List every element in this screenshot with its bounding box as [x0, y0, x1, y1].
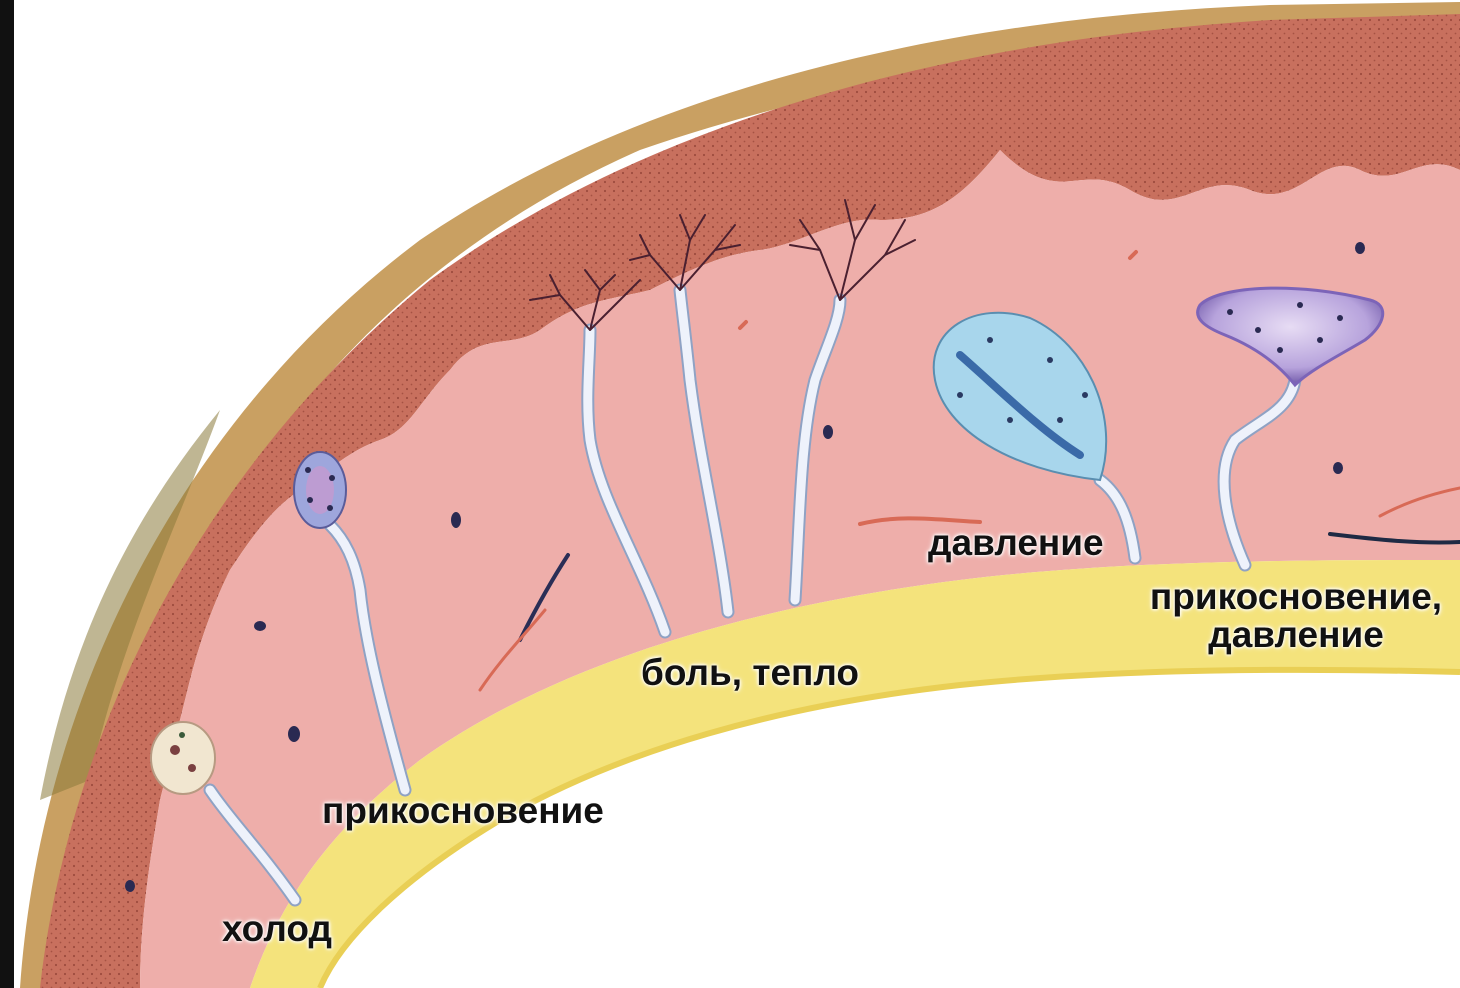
label-touch: прикосновение — [322, 792, 604, 830]
label-touch-pressure-line1: прикосновение, — [1138, 578, 1454, 616]
frame-border — [0, 0, 14, 988]
label-pressure: давление — [928, 524, 1104, 562]
label-touch-pressure-line2: давление — [1138, 616, 1454, 654]
label-cold: холод — [222, 910, 332, 948]
label-touch-pressure: прикосновение, давление — [1138, 578, 1454, 654]
label-pain-heat: боль, тепло — [641, 654, 859, 692]
